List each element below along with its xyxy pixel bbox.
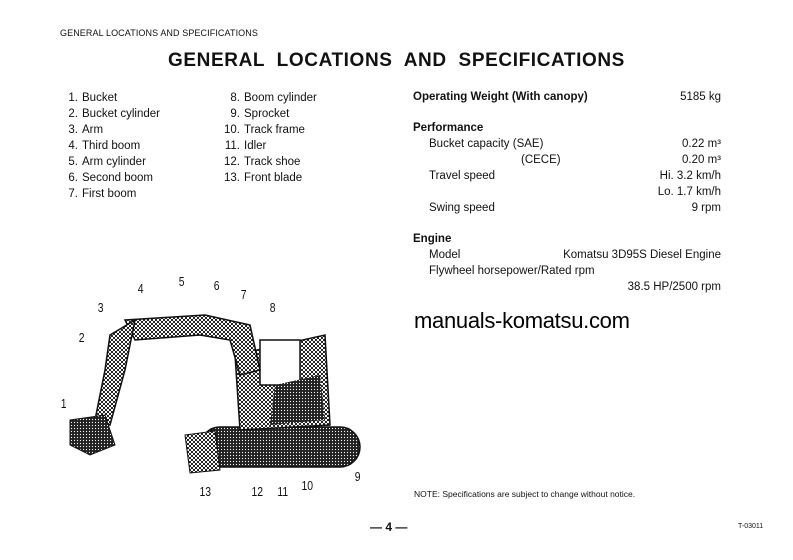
list-item: 13. Front blade [220,170,317,186]
list-item: 6. Second boom [58,170,160,186]
performance-heading: Performance [413,122,484,134]
callout-13: 13 [199,484,212,499]
model-label: Model [429,249,461,261]
bucket-capacity-label: Bucket capacity (SAE) [429,138,544,150]
excavator-boom [94,314,261,426]
item-label: Front blade [244,172,303,184]
item-number: 1. [68,92,78,104]
item-label: Bucket [82,92,118,104]
list-item: 2. Bucket cylinder [58,106,160,122]
excavator-tracks [199,426,361,468]
item-number: 2. [68,108,78,120]
excavator-body [234,334,331,431]
list-item: 11. Idler [220,138,317,154]
item-number: 9. [230,108,240,120]
callout-6: 6 [213,278,220,293]
item-label: Arm [82,124,104,136]
watermark: manuals-komatsu.com [414,308,630,333]
page-code: T-03011 [738,523,764,530]
callout-9: 9 [354,469,361,484]
list-item: 3. Arm [58,122,160,138]
list-item: 1. Bucket [58,90,160,106]
item-label: Bucket cylinder [82,108,160,120]
item-number: 4. [68,140,78,152]
model-value: Komatsu 3D95S Diesel Engine [563,249,721,261]
item-label: Track shoe [244,156,301,168]
item-label: Idler [244,140,267,152]
callout-10: 10 [301,478,314,493]
specifications-note: NOTE: Specifications are subject to chan… [414,489,636,499]
list-item: 8. Boom cylinder [220,90,317,106]
swing-speed-label: Swing speed [429,202,495,214]
excavator-illustration [69,314,361,474]
item-number: 6. [68,172,78,184]
engine-heading: Engine [413,233,452,245]
list-item: 9. Sprocket [220,106,317,122]
cece-label: (CECE) [521,154,561,166]
callout-1: 1 [60,396,67,411]
parts-list-right: 8. Boom cylinder 9. Sprocket 10. Track fram… [220,90,317,186]
callout-5: 5 [178,274,185,289]
travel-speed-hi: Hi. 3.2 km/h [659,170,721,182]
item-label: First boom [82,188,137,200]
callout-8: 8 [269,300,276,315]
excavator-blade [184,430,221,474]
callout-4: 4 [137,281,144,296]
flywheel-value: 38.5 HP/2500 rpm [627,281,721,293]
item-number: 12. [224,156,240,168]
callout-2: 2 [78,330,85,345]
item-label: Arm cylinder [82,156,146,168]
item-number: 3. [68,124,78,136]
item-label: Sprocket [244,108,290,120]
callout-11: 11 [277,484,289,499]
item-label: Third boom [82,140,141,152]
list-item: 10. Track frame [220,122,317,138]
swing-speed-value: 9 rpm [691,202,721,214]
bucket-capacity-sae: 0.22 m³ [682,138,721,150]
operating-weight-label: Operating Weight (With canopy) [413,91,588,103]
item-number: 10. [224,124,240,136]
item-number: 13. [224,172,240,184]
list-item: 12. Track shoe [220,154,317,170]
operating-weight-value: 5185 kg [680,91,721,103]
list-item: 5. Arm cylinder [58,154,160,170]
running-header: GENERAL LOCATIONS AND SPECIFICATIONS [60,28,258,38]
callout-3: 3 [97,300,104,315]
item-number: 8. [230,92,240,104]
item-number: 5. [68,156,78,168]
flywheel-label: Flywheel horsepower/Rated rpm [429,265,595,277]
bucket-capacity-cece: 0.20 m³ [682,154,721,166]
travel-speed-label: Travel speed [429,170,496,182]
travel-speed-lo: Lo. 1.7 km/h [657,186,721,198]
list-item: 7. First boom [58,186,160,202]
excavator-bucket [69,414,116,456]
page-number: — 4 — [370,520,408,534]
list-item: 4. Third boom [58,138,160,154]
callout-7: 7 [240,287,247,302]
item-label: Second boom [82,172,153,184]
item-label: Boom cylinder [244,92,317,104]
page-title: GENERAL LOCATIONS AND SPECIFICATIONS [168,50,625,71]
item-number: 7. [68,188,78,200]
parts-list-left: 1. Bucket 2. Bucket cylinder 3. Arm 4. Third… [58,90,160,202]
item-number: 11. [224,140,240,152]
callout-12: 12 [251,484,264,499]
item-label: Track frame [244,124,305,136]
